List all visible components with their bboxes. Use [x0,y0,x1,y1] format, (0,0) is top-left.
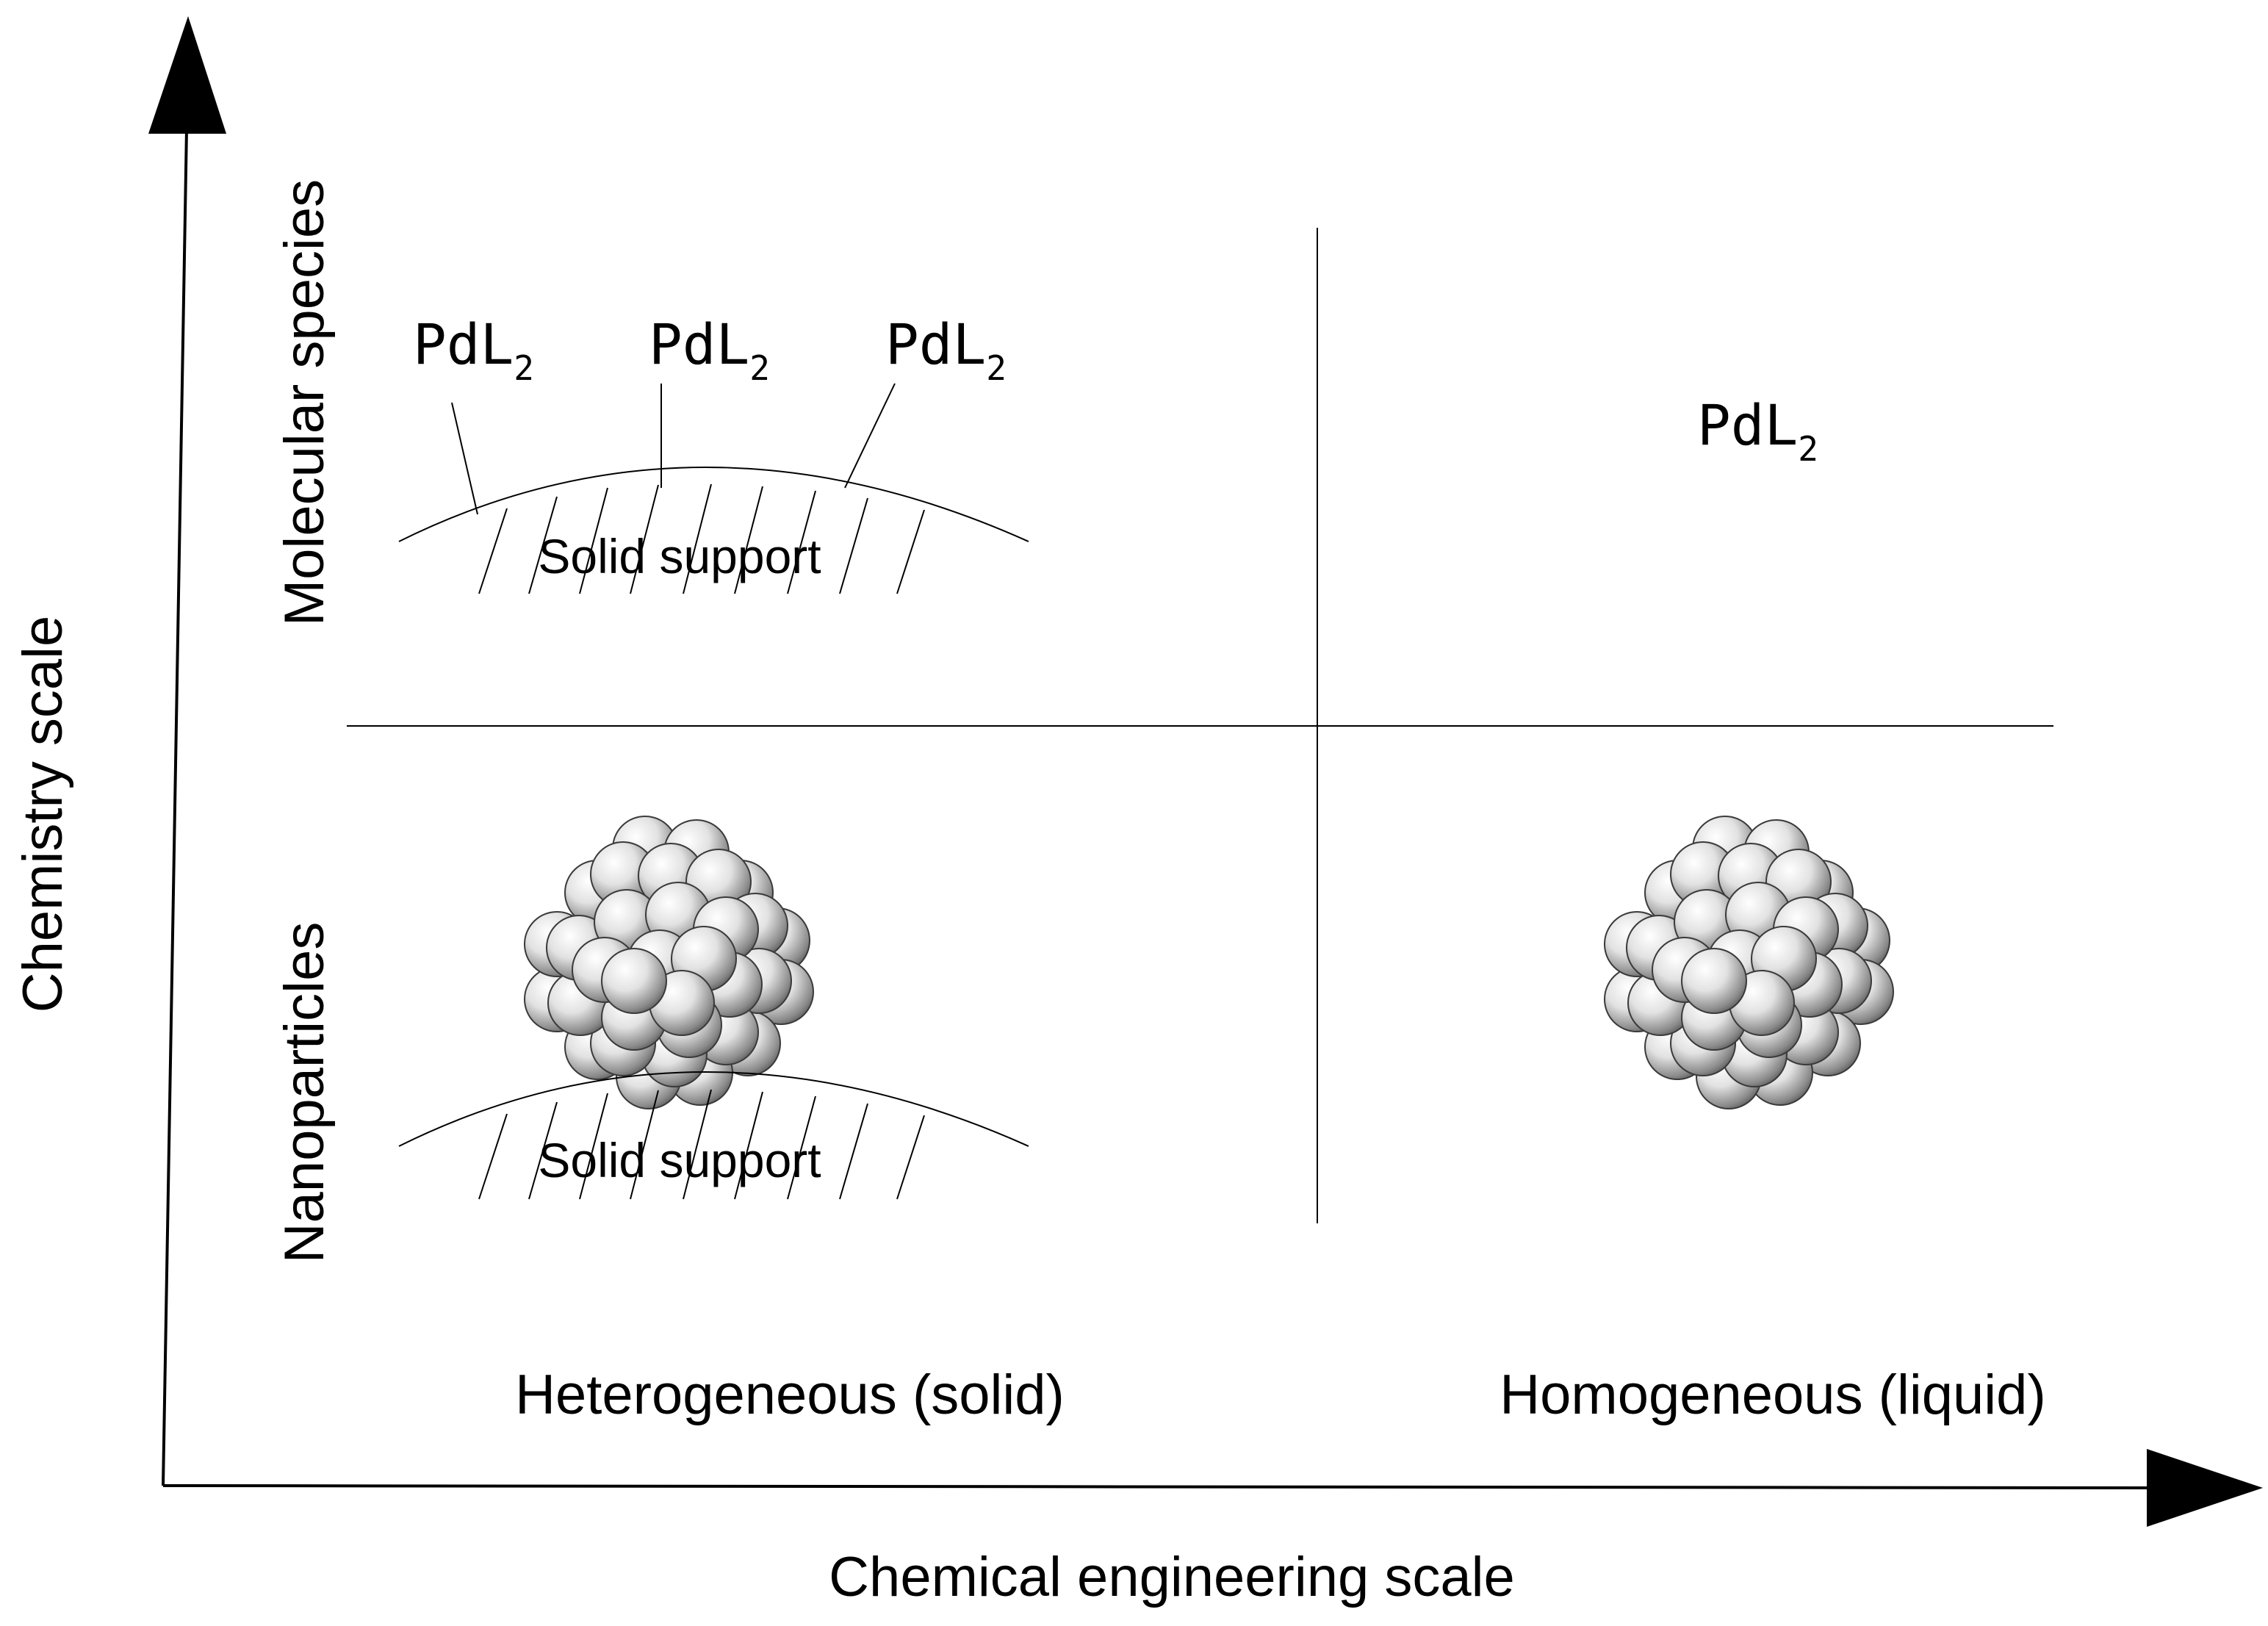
complex-base: PdL [1697,392,1798,458]
complex-subscript: 2 [514,348,534,388]
row-label-molecular-species: Molecular species [273,179,336,626]
complex-subscript: 2 [986,348,1007,388]
nanoparticle-atom [601,948,667,1014]
nanoparticle-atom [1681,948,1747,1014]
y-axis-label: Chemistry scale [12,616,74,1013]
solid-support-label: Solid support [538,529,821,583]
support-hatching [478,1089,925,1200]
column-label-heterogeneous: Heterogeneous (solid) [515,1364,1065,1426]
nanoparticle-cluster-icon [524,816,814,1109]
complex-base: PdL [885,312,986,377]
x-axis-line [162,1484,2153,1489]
support-hatching [478,483,925,594]
y-axis-line [162,128,188,1486]
quadrant-dividers [347,228,2053,1223]
complex-base: PdL [649,312,749,377]
column-label-homogeneous: Homogeneous (liquid) [1500,1364,2046,1426]
complex-label-homogeneous: PdL2 [1697,392,1818,469]
x-axis-label: Chemical engineering scale [829,1546,1515,1608]
supported-nanoparticle: Solid support [398,816,1029,1200]
x-axis-arrowhead [2147,1449,2263,1527]
y-axis-arrowhead [148,16,226,134]
complex-subscript: 2 [749,348,770,388]
tether-line [844,383,896,489]
nanoparticle-cluster-icon [1604,816,1894,1109]
complex-subscript: 2 [1798,429,1818,469]
solid-support-surface [398,1071,1029,1147]
axes [148,16,2263,1527]
complex-label: PdL2 [649,312,770,388]
complex-label: PdL2 [885,312,1007,388]
row-label-nanoparticles: Nanoparticles [273,922,336,1264]
solid-support-surface [398,467,1029,542]
supported-complexes: PdL2 PdL2 PdL2 Solid support [398,312,1029,594]
solid-support-label: Solid support [538,1133,821,1187]
complex-label: PdL2 [413,312,534,388]
complex-base: PdL [413,312,514,377]
tether-line [451,402,478,515]
